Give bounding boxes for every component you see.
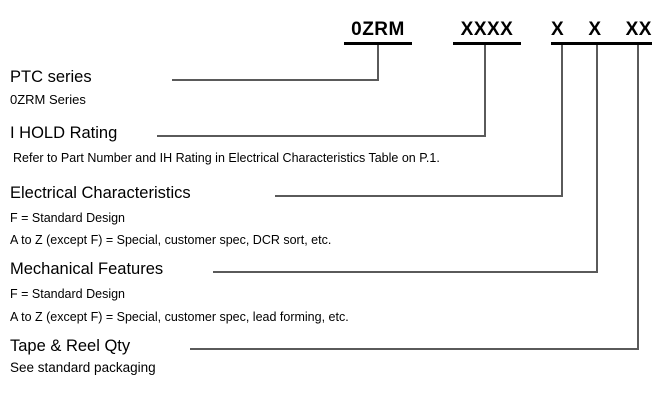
code-segment-ihold-underline bbox=[453, 42, 521, 45]
leader-hline-electrical-characteristics bbox=[275, 195, 563, 197]
leader-hline-ptc-series bbox=[172, 79, 379, 81]
code-segment-series: 0ZRM bbox=[344, 19, 412, 45]
code-segment-suffix-group: X X XX bbox=[551, 19, 652, 45]
code-segment-tape-reel-text: XX bbox=[625, 19, 652, 40]
code-segment-ihold: XXXX bbox=[453, 19, 521, 45]
callout-electrical-characteristics-line2: F = Standard Design bbox=[10, 211, 125, 225]
code-segment-series-underline bbox=[344, 42, 412, 45]
leader-hline-tape-reel-qty bbox=[190, 348, 639, 350]
leader-hline-mechanical-features bbox=[213, 271, 598, 273]
code-segment-ihold-text: XXXX bbox=[460, 19, 514, 40]
leader-vline-electrical-characteristics bbox=[561, 45, 563, 197]
leader-vline-ptc-series bbox=[377, 45, 379, 81]
callout-mechanical-features-line3: A to Z (except F) = Special, customer sp… bbox=[10, 310, 349, 324]
code-segment-series-text: 0ZRM bbox=[351, 19, 405, 40]
code-segment-electrical-text: X bbox=[551, 19, 565, 40]
callout-mechanical-features-heading: Mechanical Features bbox=[10, 260, 164, 278]
callout-i-hold-rating-line2: Refer to Part Number and IH Rating in El… bbox=[13, 151, 440, 165]
callout-electrical-characteristics-heading: Electrical Characteristics bbox=[10, 184, 191, 202]
leader-vline-tape-reel-qty bbox=[637, 45, 639, 350]
code-segment-suffix-underline bbox=[551, 42, 652, 45]
leader-vline-mechanical-features bbox=[596, 45, 598, 273]
callout-mechanical-features-line2: F = Standard Design bbox=[10, 287, 125, 301]
leader-hline-i-hold-rating bbox=[157, 135, 486, 137]
callout-ptc-series-line2: 0ZRM Series bbox=[10, 92, 86, 107]
callout-electrical-characteristics-line3: A to Z (except F) = Special, customer sp… bbox=[10, 233, 332, 247]
callout-i-hold-rating-heading: I HOLD Rating bbox=[10, 124, 118, 142]
callout-tape-reel-qty-heading: Tape & Reel Qty bbox=[10, 337, 131, 355]
callout-ptc-series-heading: PTC series bbox=[10, 68, 92, 86]
code-segment-mechanical-text: X bbox=[588, 19, 602, 40]
leader-vline-i-hold-rating bbox=[484, 45, 486, 137]
callout-tape-reel-qty-line2: See standard packaging bbox=[10, 360, 156, 375]
